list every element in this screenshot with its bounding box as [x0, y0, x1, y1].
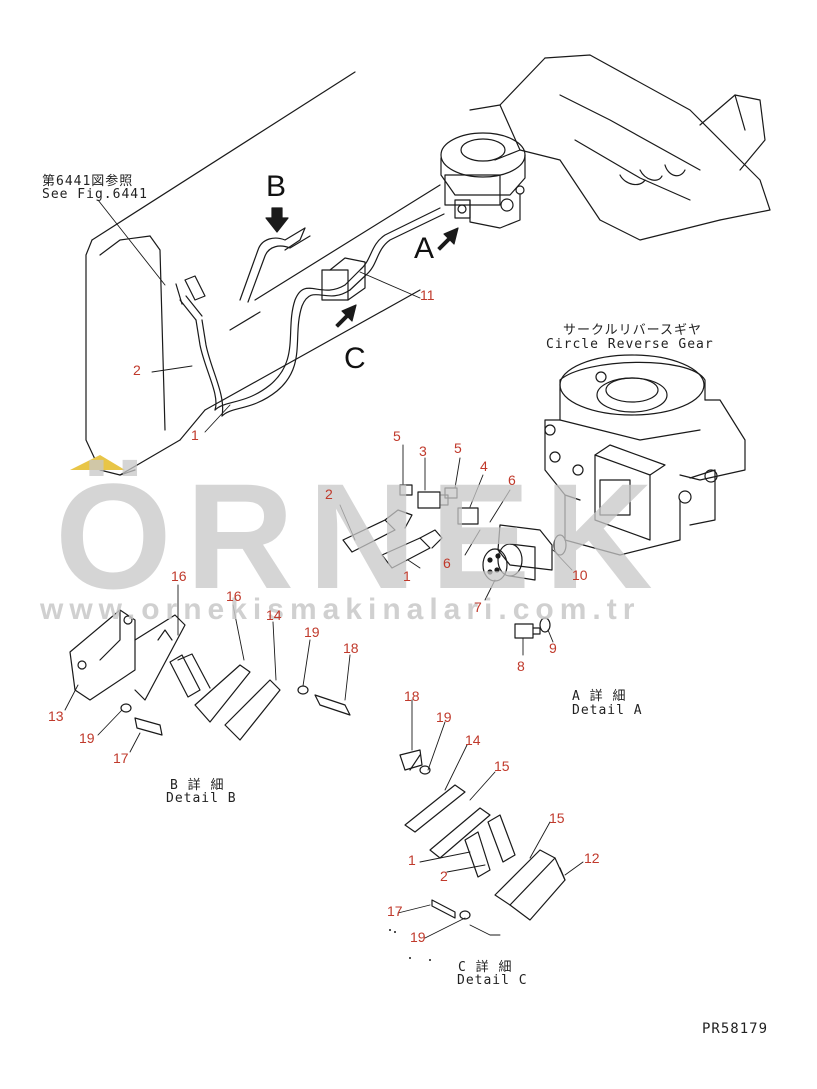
gear-label-ja: サークルリバースギヤ [563, 323, 702, 338]
leaders-main [97, 199, 421, 433]
callout-a-6b: 6 [443, 555, 451, 571]
leaders-detail-a [339, 444, 573, 656]
callout-b-19b: 19 [79, 730, 95, 746]
callout-b-19a: 19 [304, 624, 320, 640]
callout-a-9: 9 [549, 640, 557, 656]
callout-c-12: 12 [584, 850, 600, 866]
callout-a-5a: 5 [393, 428, 401, 444]
callout-b-14: 14 [266, 607, 282, 623]
clamp-assembly-c [399, 749, 566, 921]
callout-b-16b: 16 [226, 588, 242, 604]
fittings-detail-a [342, 484, 551, 639]
ref-label-ja: 第6441図参照 [42, 174, 134, 189]
grader-frame [85, 54, 771, 476]
leaders-detail-b [64, 584, 351, 753]
callout-main-1: 1 [191, 427, 199, 443]
detail-c-title-ja: C 詳 細 [458, 960, 513, 975]
scan-marks [389, 929, 431, 961]
callout-c-19b: 19 [410, 929, 426, 945]
gear-assembly-main [440, 132, 526, 229]
view-label-a: A [414, 232, 435, 265]
callout-a-3: 3 [419, 443, 427, 459]
callout-b-18: 18 [343, 640, 359, 656]
ref-label-en: See Fig.6441 [42, 187, 148, 202]
view-label-b: B [266, 170, 287, 203]
callout-c-2: 2 [440, 868, 448, 884]
callout-a-7: 7 [474, 599, 482, 615]
callout-c-17: 17 [387, 903, 403, 919]
watermark-url: www.ornekismakinalari.com.tr [40, 593, 641, 626]
detail-a-title-en: Detail A [572, 703, 643, 718]
valve-assembly [482, 524, 567, 582]
leaders-detail-c [397, 699, 584, 939]
callout-a-10: 10 [572, 567, 588, 583]
view-arrows [265, 207, 459, 328]
callout-b-17: 17 [113, 750, 129, 766]
hoses-main [175, 207, 445, 417]
callout-c-15a: 15 [494, 758, 510, 774]
callout-a-5b: 5 [454, 440, 462, 456]
gear-label-en: Circle Reverse Gear [546, 337, 714, 352]
callout-c-19a: 19 [436, 709, 452, 725]
callout-a-2: 2 [325, 486, 333, 502]
callout-main-11: 11 [420, 287, 435, 303]
accent-marker [70, 455, 125, 470]
callout-b-13: 13 [48, 708, 64, 724]
callout-a-6a: 6 [508, 472, 516, 488]
callout-main-2: 2 [133, 362, 141, 378]
detail-b-title-en: Detail B [166, 791, 237, 806]
view-label-c: C [344, 342, 366, 375]
callout-c-14: 14 [465, 732, 481, 748]
callout-c-18: 18 [404, 688, 420, 704]
detail-a-title-ja: A 詳 細 [572, 689, 627, 704]
view-b-hoses [239, 227, 311, 303]
callout-c-1: 1 [408, 852, 416, 868]
callout-a-4: 4 [480, 458, 488, 474]
watermark-brand: ÖRNEK [55, 452, 667, 620]
callout-a-8: 8 [517, 658, 525, 674]
drawing-code: PR58179 [702, 1021, 769, 1037]
callout-a-1: 1 [403, 568, 411, 584]
callout-b-16a: 16 [171, 568, 187, 584]
gear-assembly-detail [544, 354, 746, 556]
detail-c-title-en: Detail C [457, 973, 528, 988]
detail-b-title-ja: B 詳 細 [170, 778, 225, 793]
callout-c-15b: 15 [549, 810, 565, 826]
